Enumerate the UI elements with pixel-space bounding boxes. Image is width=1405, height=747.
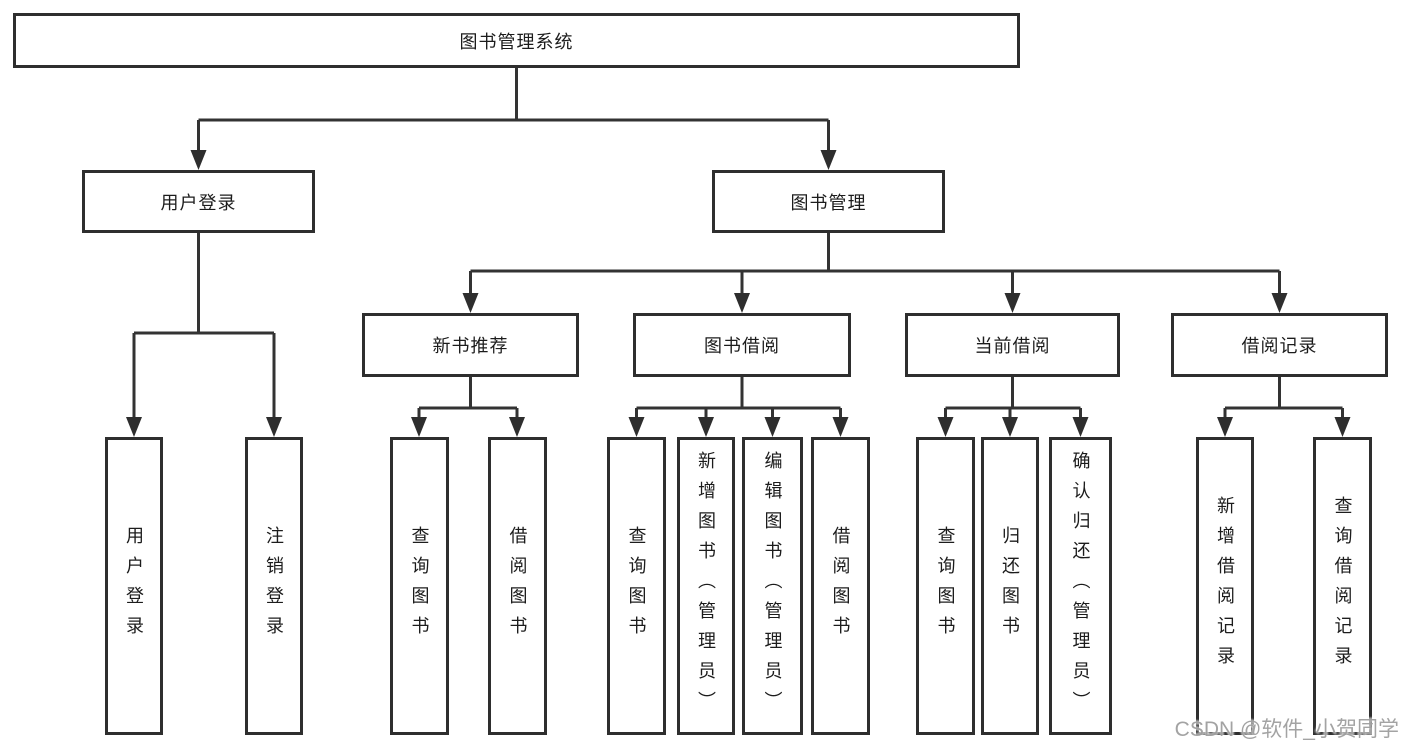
leaf-br-add-record-label: 新增借阅记录 — [1215, 496, 1235, 676]
node-borrow-records: 借阅记录 — [1171, 313, 1388, 377]
node-root: 图书管理系统 — [13, 13, 1020, 68]
node-current-borrow-label: 当前借阅 — [974, 336, 1051, 356]
leaf-bb-add-books-admin: 新增图书（管理员） — [677, 437, 735, 735]
leaf-user-login: 用户登录 — [105, 437, 163, 735]
node-root-label: 图书管理系统 — [459, 31, 574, 52]
leaf-nb-borrow-books: 借阅图书 — [488, 437, 547, 735]
leaf-br-query-record: 查询借阅记录 — [1313, 437, 1372, 735]
node-new-book-recommend: 新书推荐 — [362, 313, 579, 377]
leaf-nb-query-books: 查询图书 — [390, 437, 449, 735]
leaf-logout-label: 注销登录 — [264, 526, 284, 646]
node-book-management-label: 图书管理 — [790, 192, 867, 213]
leaf-bb-query-books: 查询图书 — [607, 437, 666, 735]
node-user-login-label: 用户登录 — [160, 192, 237, 213]
node-borrow-records-label: 借阅记录 — [1241, 336, 1318, 356]
leaf-cb-confirm-return-admin-label: 确认归还（管理员） — [1070, 451, 1091, 721]
leaf-nb-query-books-label: 查询图书 — [409, 526, 430, 646]
leaf-cb-query-books: 查询图书 — [916, 437, 975, 735]
leaf-cb-query-books-label: 查询图书 — [935, 526, 956, 646]
leaf-bb-edit-books-admin: 编辑图书（管理员） — [742, 437, 803, 735]
leaf-nb-borrow-books-label: 借阅图书 — [507, 526, 528, 646]
leaf-cb-return-books: 归还图书 — [981, 437, 1039, 735]
leaf-bb-edit-books-admin-label: 编辑图书（管理员） — [762, 451, 783, 721]
leaf-logout: 注销登录 — [245, 437, 303, 735]
node-book-management: 图书管理 — [712, 170, 945, 233]
leaf-bb-borrow-books-label: 借阅图书 — [830, 526, 851, 646]
leaf-bb-borrow-books: 借阅图书 — [811, 437, 870, 735]
node-current-borrow: 当前借阅 — [905, 313, 1120, 377]
leaf-br-add-record: 新增借阅记录 — [1196, 437, 1254, 735]
leaf-user-login-label: 用户登录 — [124, 526, 144, 646]
node-new-book-recommend-label: 新书推荐 — [432, 336, 509, 356]
leaf-br-query-record-label: 查询借阅记录 — [1332, 496, 1353, 676]
csdn-watermark: CSDN @软件_小贺同学 — [1174, 718, 1399, 741]
leaf-bb-add-books-admin-label: 新增图书（管理员） — [696, 451, 716, 721]
leaf-cb-confirm-return-admin: 确认归还（管理员） — [1049, 437, 1112, 735]
leaf-bb-query-books-label: 查询图书 — [626, 526, 647, 646]
leaf-cb-return-books-label: 归还图书 — [1000, 526, 1020, 646]
node-book-borrow-label: 图书借阅 — [704, 336, 780, 356]
node-book-borrow: 图书借阅 — [633, 313, 851, 377]
node-user-login: 用户登录 — [82, 170, 315, 233]
